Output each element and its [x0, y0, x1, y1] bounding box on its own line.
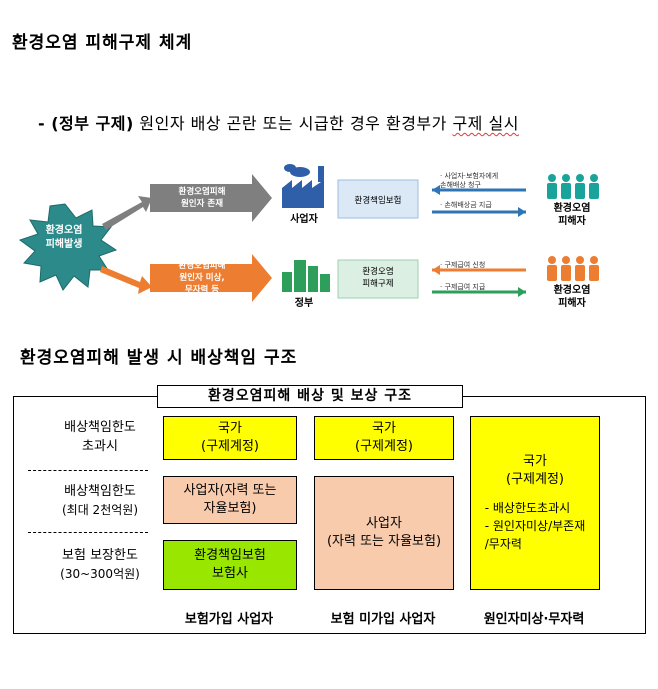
insurance-box-shape [337, 179, 419, 219]
bottom-payment-label: · 구제급여 지급 [440, 283, 486, 291]
bottom-cause-arrow-shape [150, 254, 272, 302]
column-label-uninsured: 보험 미가입 사업자 [330, 612, 436, 627]
section-title-liability: 환경오염피해 발생 시 배상책임 구조 [20, 343, 297, 368]
top-payment-label: · 손해배상금 지급 [440, 201, 492, 209]
column-label-unknown: 원인자미상·무자력 [483, 612, 585, 627]
factory-graphic [282, 164, 324, 208]
unknown-state-line2: (구제계정) [506, 472, 564, 487]
top-cause-label: 환경오염피해 원인자 존재 [178, 187, 226, 209]
bullet-unknown: - 원인자미상/부존재 [484, 519, 586, 533]
uninsured-state-line1: 국가 [372, 421, 396, 436]
relief-box-shape [337, 259, 419, 299]
row-label-coverage: 보험 보장한도 (30~300억원) [40, 546, 160, 584]
insurer-line2: 보험사 [212, 566, 248, 581]
insured-business-cell: 사업자(자력 또는 자율보험) [163, 476, 297, 524]
section-title-relief-system: 환경오염 피해구제 체계 [12, 28, 192, 53]
government-buildings-graphic [282, 260, 330, 292]
row-label-exceed: 배상책임한도 초과시 [40, 418, 160, 456]
insured-business-line2: 자율보험) [203, 501, 257, 516]
row-label-coverage-line2: (30~300억원) [60, 567, 140, 581]
victims-group-bottom-graphic [547, 256, 599, 281]
bullet-insolvent: /무자력 [484, 537, 522, 551]
gray-arrow-shape [102, 196, 152, 230]
top-cause-arrow-shape [150, 174, 272, 222]
bottom-cause-label: 환경오염피해 원인자 미상, 무자력 등 [178, 261, 226, 295]
unknown-state-line1: 국가 [523, 454, 547, 469]
orange-arrow-shape [100, 266, 152, 294]
relief-flow-diagram: 환경오염 피해발생 환경오염피해 원인자 존재 환경오염피해 원인자 미상, 무… [0, 160, 658, 330]
structure-title: 환경오염피해 배상 및 보상 구조 [208, 388, 412, 404]
column-label-insured: 보험가입 사업자 [184, 612, 274, 627]
subline-end: 구제 실시 [452, 114, 519, 133]
victims-group-graphic [547, 174, 599, 199]
insurer-line1: 환경책임보험 [194, 548, 266, 563]
government-relief-line: - (정부 구제) 원인자 배상 곤란 또는 시급한 경우 환경부가 구제 실시 [38, 110, 519, 134]
insured-state-cell: 국가 (구제계정) [163, 416, 297, 460]
top-request-label: · 사업자·보험자에게 손해배상 청구 [440, 172, 499, 189]
insured-business-line1: 사업자(자력 또는 [183, 483, 277, 498]
row-label-limit: 배상책임한도 (최대 2천억원) [40, 482, 160, 520]
subline-prefix: - (정부 구제) [38, 114, 134, 133]
insured-state-line2: (구제계정) [201, 439, 259, 454]
bullet-exceed: - 배상한도초과시 [484, 501, 571, 515]
unknown-state-bullets: - 배상한도초과시 - 원인자미상/부존재 /무자력 [485, 499, 586, 553]
row-divider-2 [28, 532, 148, 533]
row-label-limit-line1: 배상책임한도 [64, 484, 136, 499]
section2-title-text: 환경오염피해 발생 시 배상책임 구조 [20, 348, 298, 368]
row-label-coverage-line1: 보험 보장한도 [62, 548, 138, 563]
structure-title-box: 환경오염피해 배상 및 보상 구조 [157, 385, 463, 408]
row-label-exceed-line2: 초과시 [82, 439, 118, 454]
uninsured-state-cell: 국가 (구제계정) [314, 416, 454, 460]
victim-label-bottom: 환경오염 피해자 [553, 285, 591, 309]
uninsured-business-cell: 사업자 (자력 또는 자율보험) [314, 476, 454, 590]
victim-label-top: 환경오염 피해자 [553, 203, 591, 227]
bottom-request-label: · 구제급여 신청 [440, 261, 486, 269]
unknown-state-cell: 국가 (구제계정) - 배상한도초과시 - 원인자미상/부존재 /무자력 [470, 416, 600, 590]
section-title-text: 환경오염 피해구제 체계 [12, 33, 193, 53]
pollution-occurrence-label: 환경오염 피해발생 [45, 225, 83, 250]
uninsured-state-line2: (구제계정) [355, 439, 413, 454]
business-label: 사업자 [290, 214, 318, 225]
diagram-graphics [18, 164, 599, 302]
government-label: 정부 [294, 298, 314, 309]
insured-state-line1: 국가 [218, 421, 242, 436]
relief-label: 환경오염 피해구제 [362, 267, 394, 289]
row-label-limit-line2: (최대 2천억원) [61, 503, 138, 517]
row-divider-1 [28, 470, 148, 471]
insurer-cell: 환경책임보험 보험사 [163, 540, 297, 590]
row-label-exceed-line1: 배상책임한도 [64, 420, 136, 435]
subline-body: 원인자 배상 곤란 또는 시급한 경우 환경부가 [133, 114, 453, 133]
uninsured-business-line1: 사업자 [366, 516, 402, 531]
insurance-label: 환경책임보험 [354, 196, 402, 206]
uninsured-business-line2: (자력 또는 자율보험) [326, 534, 442, 549]
